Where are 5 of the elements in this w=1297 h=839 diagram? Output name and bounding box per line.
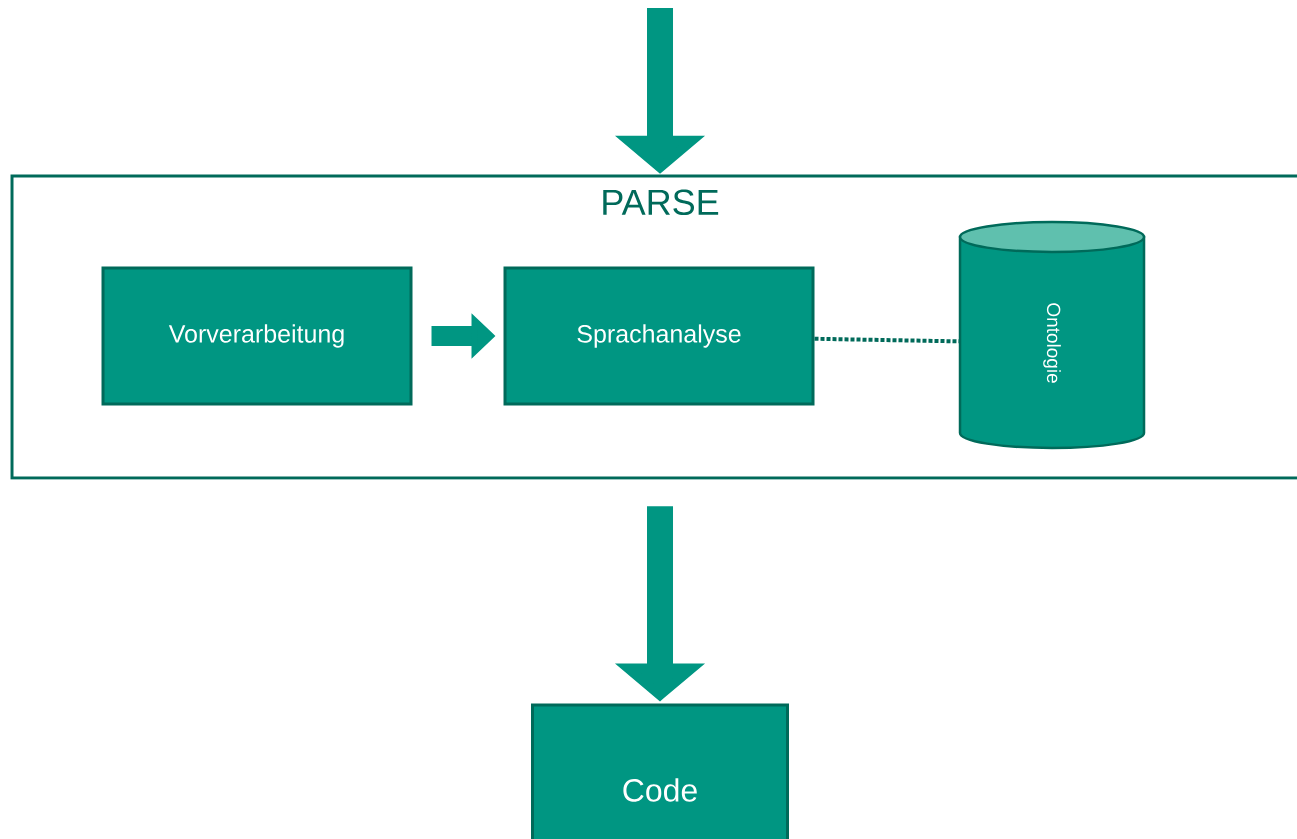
database-cylinder: Ontologie bbox=[958, 220, 1146, 450]
process-box: Sprachanalyse bbox=[503, 266, 815, 406]
process-box: Code bbox=[531, 703, 789, 839]
process-box: Vorverarbeitung bbox=[101, 266, 413, 406]
dotted-connector bbox=[814, 336, 960, 344]
